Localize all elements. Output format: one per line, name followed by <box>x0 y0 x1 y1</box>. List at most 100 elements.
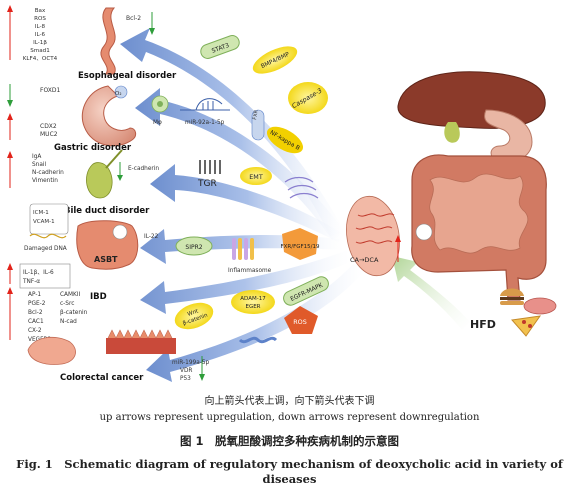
fxr-fgf-badge: FXR/FGF15/19 <box>280 228 320 260</box>
stat3-badge: STAT3 <box>200 35 240 59</box>
crc-marker: AP-1 <box>28 292 41 298</box>
intestinal-villi-icon <box>106 329 176 354</box>
arrow-to-colorectal <box>146 262 365 382</box>
o2-label: O₂ <box>115 91 122 97</box>
pizza-icon <box>511 315 542 337</box>
wnt-badge: Wnt β-catenin <box>174 302 214 330</box>
crc-marker: PGE-2 <box>28 301 46 307</box>
nfkb-badge: NF-kappa B <box>266 126 304 154</box>
gastric-marker: CDX2 <box>40 123 57 130</box>
esophageal-marker: IL-6 <box>35 32 46 38</box>
burger-icon <box>500 288 524 305</box>
damaged-dna-label: Damaged DNA <box>24 246 67 252</box>
esophageal-disorder-label: Esophageal disorder <box>78 71 177 81</box>
il22-label: IL-22 <box>144 234 159 240</box>
caption-note-en: up arrows represent upregulation, down a… <box>99 412 480 423</box>
colorectal-panel: AP-1 PGE-2 Bcl-2 CAC1 CX-2 VEGFR2 CAMKII… <box>7 287 210 383</box>
esophageal-marker: IL-8 <box>35 24 46 30</box>
tgr-label: TGR <box>197 179 217 189</box>
organ-illustration: CA→DCA HFD <box>346 71 557 337</box>
ibd-panel: ICM-1 VCAM-1 Damaged DNA ASBT IL-22 IL-1… <box>7 203 159 302</box>
macrophage-label: Mφ <box>153 120 162 126</box>
tgr-receptor-icon <box>199 160 221 174</box>
inflammasome-icon <box>232 238 254 260</box>
svg-text:Wnt: Wnt <box>187 308 200 318</box>
crc-marker: N-cad <box>60 319 77 325</box>
colorectal-cancer-label: Colorectal cancer <box>60 373 144 383</box>
ca-to-dca-label: CA→DCA <box>350 256 379 264</box>
esophageal-marker: Bax <box>35 8 46 14</box>
caption-title-cn: 图 1 脱氧胆酸调控多种疾病机制的示意图 <box>179 434 399 448</box>
cytokine-marker: IL-1β、IL-6 <box>23 270 54 276</box>
crc-marker: β-catenin <box>60 310 88 316</box>
arrow-to-ibd-lower <box>140 250 350 314</box>
bcl2-label: Bcl-2 <box>126 15 141 22</box>
bile-duct-marker: Snail <box>32 162 47 168</box>
ecadherin-label: E-cadherin <box>128 166 159 172</box>
inflammasome-label: Inflammasome <box>228 268 272 274</box>
gallbladder-icon <box>86 149 123 199</box>
stomach-panel: O₂ Mφ miR-92a-1-5p FXR FOXD1 CDX2 MUC2 G… <box>7 84 265 153</box>
gallbladder <box>444 122 460 143</box>
bile-duct-panel: IgA Snail N-cadherin Vimentin E-cadherin… <box>7 149 159 216</box>
foxd1-label: FOXD1 <box>40 87 61 94</box>
pathway-badges: STAT3 BMP4/BMP Caspase-3 NF-kappa B TGR … <box>174 35 329 344</box>
crc-down-marker: miR-199a-5p <box>172 360 210 366</box>
gastric-marker: MUC2 <box>40 131 58 138</box>
ros-badge: ROS <box>284 306 318 334</box>
arrow-to-bile-duct <box>150 164 345 242</box>
dna-helix-icon <box>29 233 67 239</box>
esophageal-marker: Smad1 <box>30 48 50 54</box>
gastric-disorder-label: Gastric disorder <box>54 143 132 153</box>
colon-ibd-icon <box>76 220 139 270</box>
macrophage-icon <box>151 95 169 113</box>
liver <box>397 71 546 129</box>
stomach-organ <box>81 85 137 147</box>
hfd-label: HFD <box>470 318 496 331</box>
mirna-label: miR-92a-1-5p <box>185 120 225 126</box>
ibd-label: IBD <box>90 292 107 302</box>
bile-duct-marker: IgA <box>32 154 41 160</box>
esophageal-marker: KLF4、OCT4 <box>23 56 58 62</box>
bmp4-badge: BMP4/BMP <box>252 46 298 74</box>
adhesion-marker: VCAM-1 <box>33 219 55 225</box>
crc-down-marker: P53 <box>180 376 191 382</box>
esophagus-panel: Bax ROS IL-8 IL-6 IL-1β Smad1 KLF4、OCT4 … <box>7 5 177 81</box>
svg-text:SIPR2: SIPR2 <box>185 244 202 251</box>
svg-text:FXR/FGF15/19: FXR/FGF15/19 <box>280 244 320 250</box>
svg-text:ROS: ROS <box>293 318 307 326</box>
esophageal-marker: ROS <box>34 16 46 22</box>
bile-duct-marker: Vimentin <box>32 178 58 184</box>
cytokine-marker: TNF-α <box>22 279 40 285</box>
stomach-right <box>484 109 533 163</box>
crc-marker: CAMKII <box>60 292 81 298</box>
crc-marker: Bcl-2 <box>28 310 43 316</box>
crc-marker: CAC1 <box>28 319 44 325</box>
adhesion-marker: ICM-1 <box>33 210 49 216</box>
bile-duct-disorder-label: Bile duct disorder <box>64 206 150 216</box>
svg-text:EMT: EMT <box>249 173 263 181</box>
arrow-hfd-to-colon <box>392 256 470 330</box>
svg-text:EGER: EGER <box>245 304 260 310</box>
meat-icon <box>523 297 557 315</box>
esophagus-tube <box>100 7 116 75</box>
fxr-label: FXR <box>252 109 260 120</box>
mirna-hairpin-icon <box>180 98 230 111</box>
bacteria-capsule-icon <box>346 195 400 277</box>
bile-duct-marker: N-cadherin <box>32 170 64 176</box>
small-intestine <box>429 173 529 254</box>
receptor-squiggle-icon <box>238 336 278 344</box>
tumor-tissue-icon <box>27 336 76 365</box>
crc-marker: CX-2 <box>28 328 42 334</box>
caption-note-cn: 向上箭头代表上调，向下箭头代表下调 <box>204 396 375 407</box>
fxr-capsule-icon <box>251 109 265 141</box>
asbt-label: ASBT <box>94 255 118 264</box>
emt-badge: EMT <box>240 167 272 185</box>
svg-text:ADAM-17: ADAM-17 <box>240 296 266 302</box>
caspase3-badge: Caspase-3 <box>288 82 328 114</box>
adam17-badge: ADAM-17 EGER <box>231 290 275 314</box>
crc-down-marker: VDR <box>180 368 192 374</box>
cells-icon <box>284 176 319 199</box>
